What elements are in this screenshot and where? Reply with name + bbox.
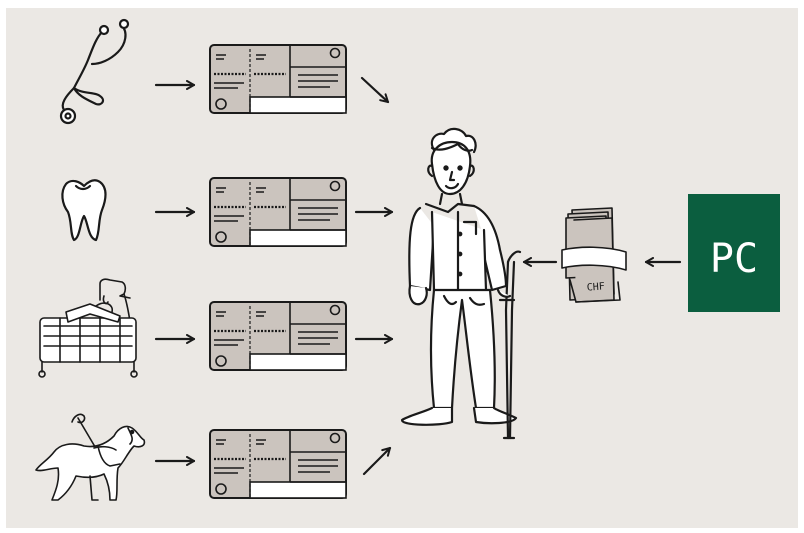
benefit-card-1	[210, 45, 346, 113]
pc-label: PC	[710, 236, 758, 282]
money-label: CHF	[586, 281, 605, 293]
benefit-card-3	[210, 302, 346, 370]
benefit-card-4	[210, 430, 346, 498]
benefit-card-2	[210, 178, 346, 246]
